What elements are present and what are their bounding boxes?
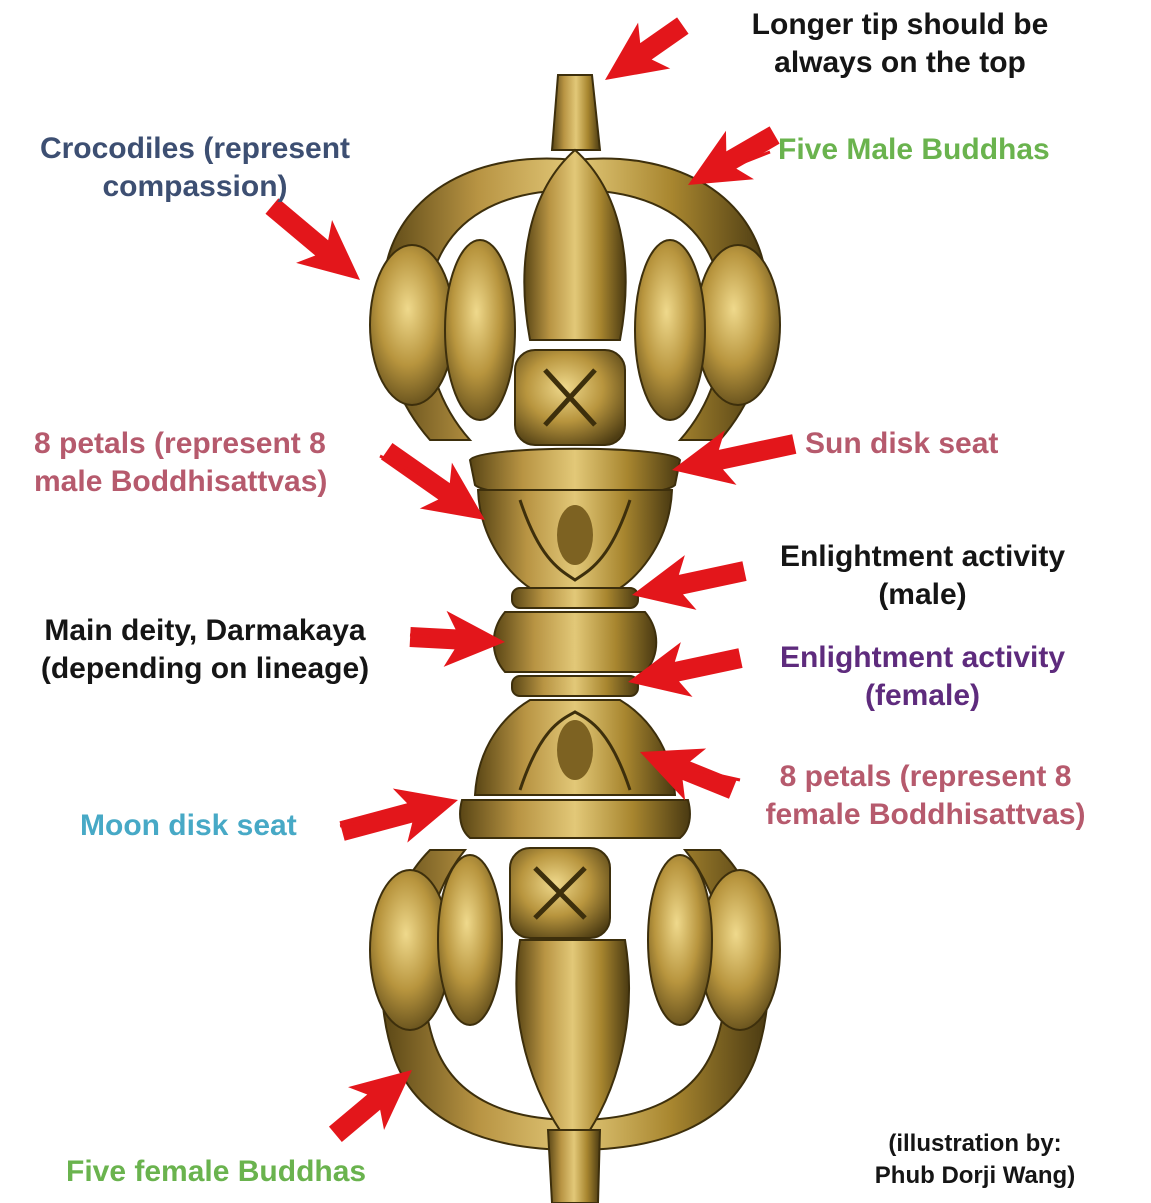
top-tip [552, 75, 600, 150]
central-sphere [494, 612, 657, 672]
red-arrow-icon-main-deity [409, 609, 507, 670]
label-main-deity: Main deity, Darmakaya (depending on line… [0, 612, 410, 688]
upper-ring [512, 588, 638, 608]
label-five-male-buddhas: Five Male Buddhas [778, 131, 1148, 169]
label-moon-disk-seat: Moon disk seat [80, 807, 360, 845]
label-five-female-buddhas: Five female Buddhas [66, 1153, 486, 1191]
moon-disk-seat [460, 800, 690, 838]
label-crocodiles: Crocodiles (represent compassion) [0, 130, 390, 206]
label-sun-disk-seat: Sun disk seat [805, 425, 1135, 463]
lower-ring [512, 676, 638, 696]
label-enlightment-female: Enlightment activity (female) [735, 639, 1110, 715]
label-enlightment-male: Enlightment activity (male) [735, 538, 1110, 614]
label-longer-tip: Longer tip should be always on the top [700, 6, 1100, 82]
bottom-tip [548, 1130, 600, 1203]
label-petals-female: 8 petals (represent 8 female Boddhisattv… [728, 758, 1123, 834]
red-arrow-icon-sun-disk [666, 417, 800, 498]
red-arrow-icon-longer-tip [589, 3, 699, 103]
label-credit: (illustration by: Phub Dorji Wang) [835, 1128, 1115, 1192]
label-petals-male: 8 petals (represent 8 male Boddhisattvas… [34, 425, 394, 501]
